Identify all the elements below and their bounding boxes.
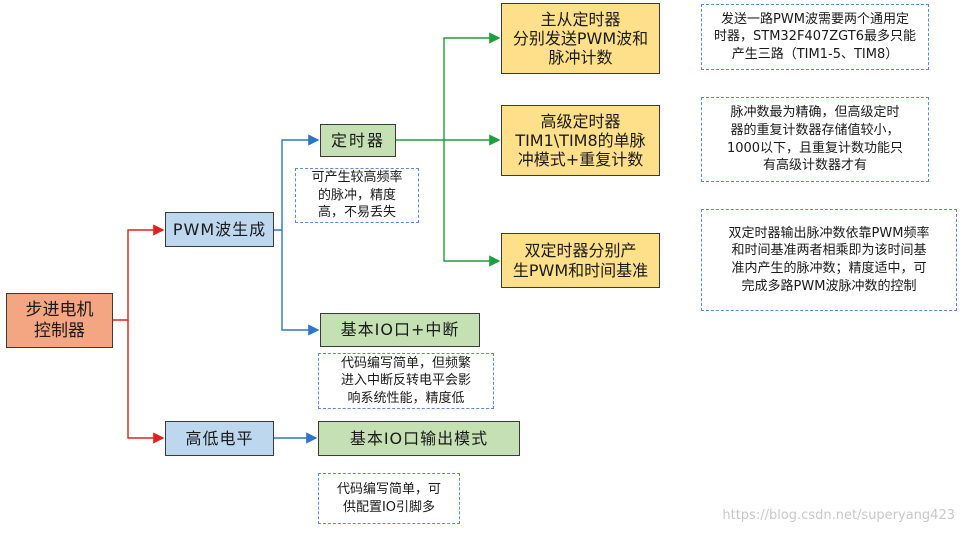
io-interrupt-node: 基本IO口+中断 xyxy=(320,313,480,347)
advanced-timer-label: 高级定时器 TIM1\TIM8的单脉 冲模式+重复计数 xyxy=(515,111,646,170)
root-node-label: 步进电机 控制器 xyxy=(25,300,94,341)
timer-label: 定时器 xyxy=(330,130,385,150)
pwm-generation-label: PWM波生成 xyxy=(172,219,267,239)
master-slave-timer-label: 主从定时器 分别发送PWM波和 脉冲计数 xyxy=(512,9,649,68)
pwm-generation-node: PWM波生成 xyxy=(165,212,274,247)
timer-note-text: 可产生较高频率 的脉冲，精度 高，不易丢失 xyxy=(311,170,403,221)
timer-node: 定时器 xyxy=(320,124,396,157)
io-output-note-text: 代码编写简单，可 供配置IO引脚多 xyxy=(336,481,441,515)
high-low-level-node: 高低电平 xyxy=(165,421,274,456)
advanced-timer-node: 高级定时器 TIM1\TIM8的单脉 冲模式+重复计数 xyxy=(501,105,660,176)
io-output-node: 基本IO口输出模式 xyxy=(318,421,520,456)
io-interrupt-label: 基本IO口+中断 xyxy=(340,320,460,340)
dual-timer-label: 双定时器分别产 生PWM和时间基准 xyxy=(512,241,649,280)
connector-root-level xyxy=(127,320,165,444)
dual-timer-node: 双定时器分别产 生PWM和时间基准 xyxy=(501,233,660,288)
watermark-text: https://blog.csdn.net/superyang423 xyxy=(722,508,955,523)
advanced-timer-note-text: 脉冲数最为精确，但高级定时 器的重复计数器存储值较小， 1000以下，且重复计数… xyxy=(726,105,904,174)
connector-timer-master-slave xyxy=(396,32,501,141)
connector-pwm-io-interrupt xyxy=(281,230,320,336)
dual-timer-note: 双定时器输出脉冲数依靠PWM频率 和时间基准两者相乘即为该时间基 准内产生的脉冲… xyxy=(701,209,957,311)
connector-pwm-timer xyxy=(274,134,320,231)
connector-root-pwm xyxy=(113,224,165,321)
dual-timer-note-text: 双定时器输出脉冲数依靠PWM频率 和时间基准两者相乘即为该时间基 准内产生的脉冲… xyxy=(728,225,930,294)
io-interrupt-note-text: 代码编写简单，但频繁 进入中断反转电平会影 响系统性能，精度低 xyxy=(340,355,471,406)
root-node: 步进电机 控制器 xyxy=(6,293,113,348)
master-slave-timer-node: 主从定时器 分别发送PWM波和 脉冲计数 xyxy=(501,3,660,74)
connector-timer-dual xyxy=(443,140,501,267)
master-slave-note: 发送一路PWM波需要两个通用定 时器，STM32F407ZGT6最多只能 产生三… xyxy=(701,4,929,70)
io-interrupt-note: 代码编写简单，但频繁 进入中断反转电平会影 响系统性能，精度低 xyxy=(318,353,494,409)
io-output-label: 基本IO口输出模式 xyxy=(349,428,489,448)
timer-note: 可产生较高频率 的脉冲，精度 高，不易丢失 xyxy=(295,168,419,223)
master-slave-note-text: 发送一路PWM波需要两个通用定 时器，STM32F407ZGT6最多只能 产生三… xyxy=(714,11,916,62)
advanced-timer-note: 脉冲数最为精确，但高级定时 器的重复计数器存储值较小， 1000以下，且重复计数… xyxy=(701,97,929,182)
high-low-level-label: 高低电平 xyxy=(185,428,254,448)
io-output-note: 代码编写简单，可 供配置IO引脚多 xyxy=(318,473,460,524)
